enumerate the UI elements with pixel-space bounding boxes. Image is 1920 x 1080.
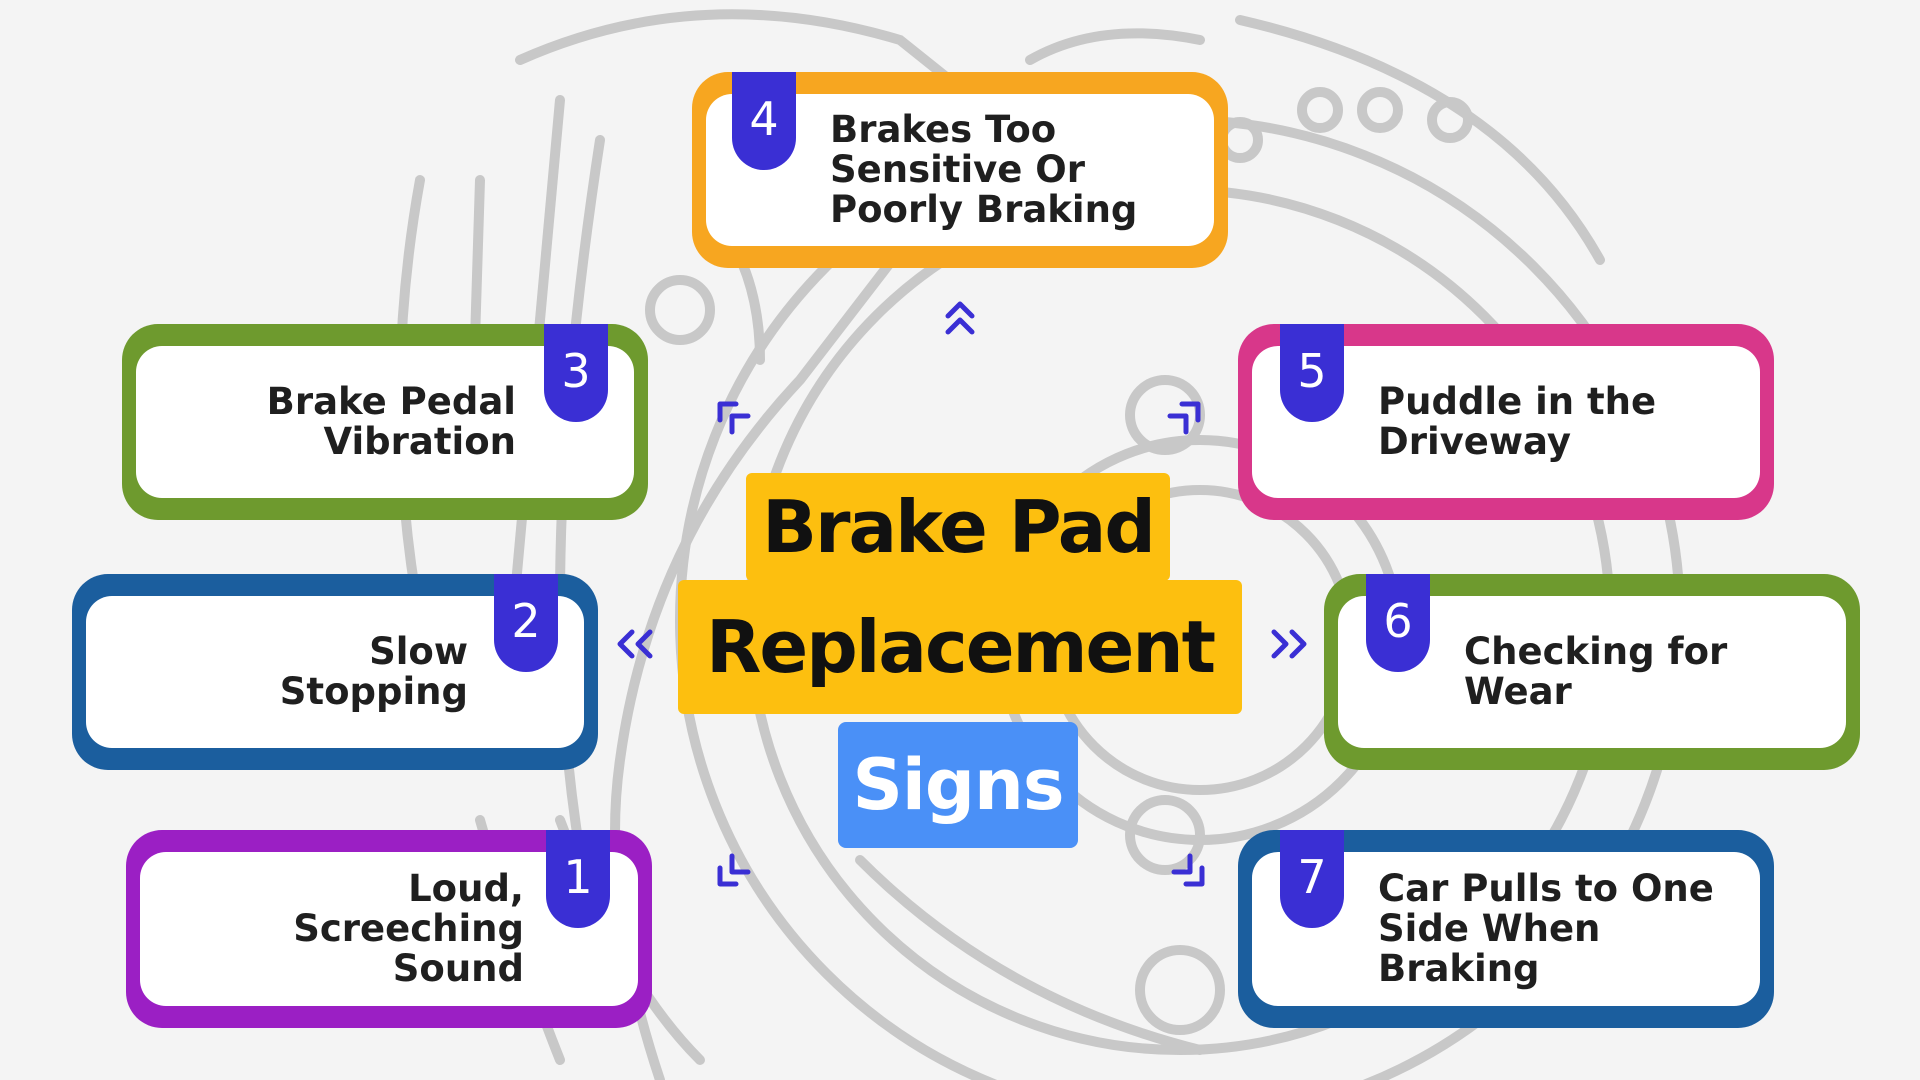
sign-card-1: Loud, Screeching Sound 1 [126,830,652,1028]
sign-badge-3: 3 [544,324,608,422]
sign-card-5-text: Puddle in the Driveway [1378,380,1657,463]
corner-arrow-down-left-icon [717,853,751,887]
arrow-left-icon [617,629,653,659]
sign-badge-4: 4 [732,72,796,170]
title-line-1: Brake Pad [746,473,1170,581]
sign-badge-5: 5 [1280,324,1344,422]
sign-badge-6: 6 [1366,574,1430,672]
title-line-1-text: Brake Pad [762,485,1156,569]
sign-card-3: Brake Pedal Vibration 3 [122,324,648,520]
corner-arrow-up-right-icon [1167,401,1201,435]
sign-card-7-text: Car Pulls to One Side When Braking [1378,867,1714,990]
arrow-right-icon [1271,629,1307,659]
sign-badge-1: 1 [546,830,610,928]
sign-card-4: 4 Brakes Too Sensitive Or Poorly Braking [692,72,1228,268]
sign-card-1-text: Loud, Screeching Sound [293,867,524,990]
sign-card-7: 7 Car Pulls to One Side When Braking [1238,830,1774,1028]
sign-card-4-text: Brakes Too Sensitive Or Poorly Braking [830,108,1138,231]
title-line-3-text: Signs [852,744,1064,826]
arrow-up-icon [945,301,975,335]
sign-card-3-text: Brake Pedal Vibration [266,380,516,463]
sign-card-2: Slow Stopping 2 [72,574,598,770]
sign-badge-2: 2 [494,574,558,672]
corner-arrow-down-right-icon [1171,853,1205,887]
title-line-2-text: Replacement [705,605,1216,689]
sign-card-6-text: Checking for Wear [1464,630,1728,713]
sign-badge-7: 7 [1280,830,1344,928]
corner-arrow-up-left-icon [717,401,751,435]
sign-card-5: 5 Puddle in the Driveway [1238,324,1774,520]
sign-card-6: 6 Checking for Wear [1324,574,1860,770]
title-line-2: Replacement [678,580,1242,714]
sign-card-2-text: Slow Stopping [279,630,468,713]
title-line-3: Signs [838,722,1078,848]
